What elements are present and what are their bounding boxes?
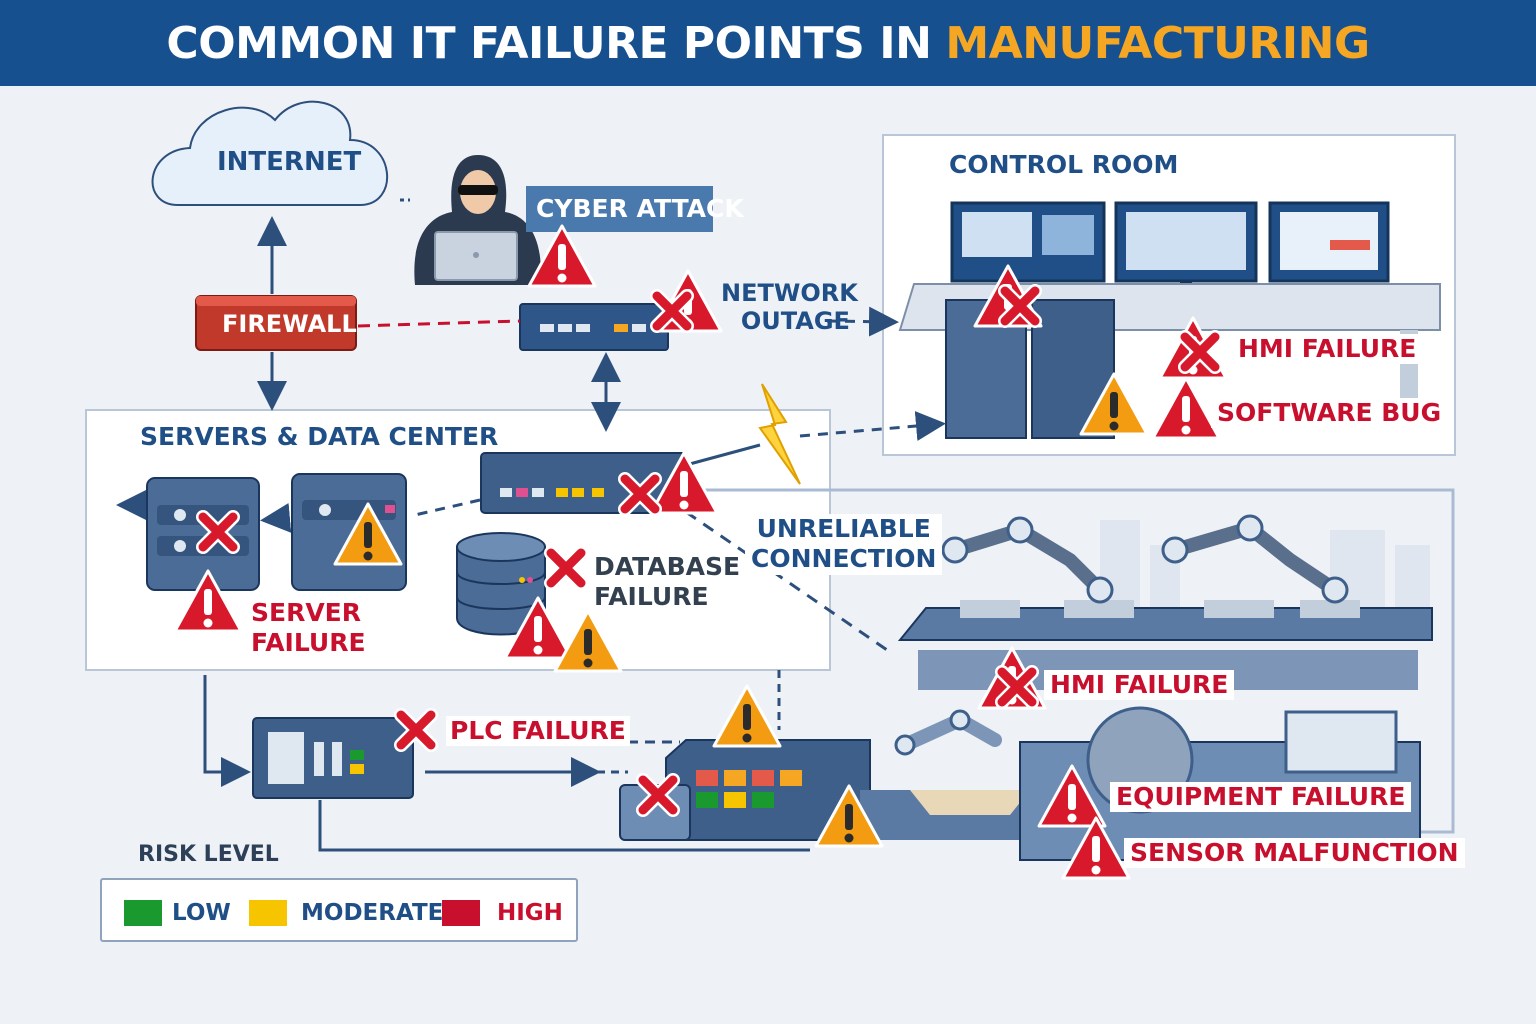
network-outage-label: NETWORK OUTAGE xyxy=(721,279,858,336)
sensor-malfunction-label: SENSOR MALFUNCTION xyxy=(1124,838,1465,869)
legend-swatch-high xyxy=(442,900,480,926)
hmi-failure-control-label: HMI FAILURE xyxy=(1232,334,1423,365)
legend-swatch-moderate xyxy=(249,900,287,926)
cloud-icon xyxy=(151,100,389,206)
legend-title: RISK LEVEL xyxy=(138,842,279,867)
software-bug-label: SOFTWARE BUG xyxy=(1211,398,1448,429)
servers-data-center-label: SERVERS & DATA CENTER xyxy=(140,422,499,451)
plc-failure-label: PLC FAILURE xyxy=(446,716,630,747)
robot-arm-2 xyxy=(1168,520,1342,597)
legend-label-high: HIGH xyxy=(497,900,563,926)
unreliable-connection-label: UNRELIABLE CONNECTION xyxy=(745,514,943,575)
title-bar: COMMON IT FAILURE POINTS IN MANUFACTURIN… xyxy=(0,0,1536,86)
control-room-monitors xyxy=(950,201,1390,291)
hmi-failure-floor-label: HMI FAILURE xyxy=(1044,670,1235,701)
risk-legend: LOW MODERATE HIGH xyxy=(100,878,578,942)
cyber-attack-label: CYBER ATTACK xyxy=(536,194,744,223)
cyber-attack-banner xyxy=(526,186,713,232)
server-rack-right xyxy=(291,473,407,591)
firewall-device xyxy=(195,295,357,351)
network-switch xyxy=(519,303,669,351)
firewall-link xyxy=(357,319,521,328)
internet-label: INTERNET xyxy=(217,147,362,177)
lightning-icon xyxy=(758,383,801,485)
database-failure-label: DATABASE FAILURE xyxy=(594,552,741,612)
plc-device xyxy=(252,717,414,799)
server-rack-left xyxy=(146,477,260,591)
connection-lines xyxy=(116,198,946,852)
firewall-label: FIREWALL xyxy=(222,310,357,338)
legend-swatch-low xyxy=(124,900,162,926)
control-cabinet xyxy=(619,739,871,841)
robot-joints xyxy=(941,514,1349,604)
page-title-highlight: MANUFACTURING xyxy=(945,17,1370,69)
legend-label-moderate: MODERATE xyxy=(301,900,444,926)
hacker-icon xyxy=(414,155,541,285)
control-room-label: CONTROL ROOM xyxy=(949,150,1179,179)
factory-floor-frame xyxy=(700,488,1455,834)
equipment-failure-label: EQUIPMENT FAILURE xyxy=(1110,782,1412,813)
server-failure-label: SERVER FAILURE xyxy=(245,598,372,659)
legend-label-low: LOW xyxy=(172,900,231,926)
database-icon xyxy=(456,532,546,636)
robot-arm-1 xyxy=(948,522,1107,597)
page-title: COMMON IT FAILURE POINTS IN xyxy=(166,17,932,69)
